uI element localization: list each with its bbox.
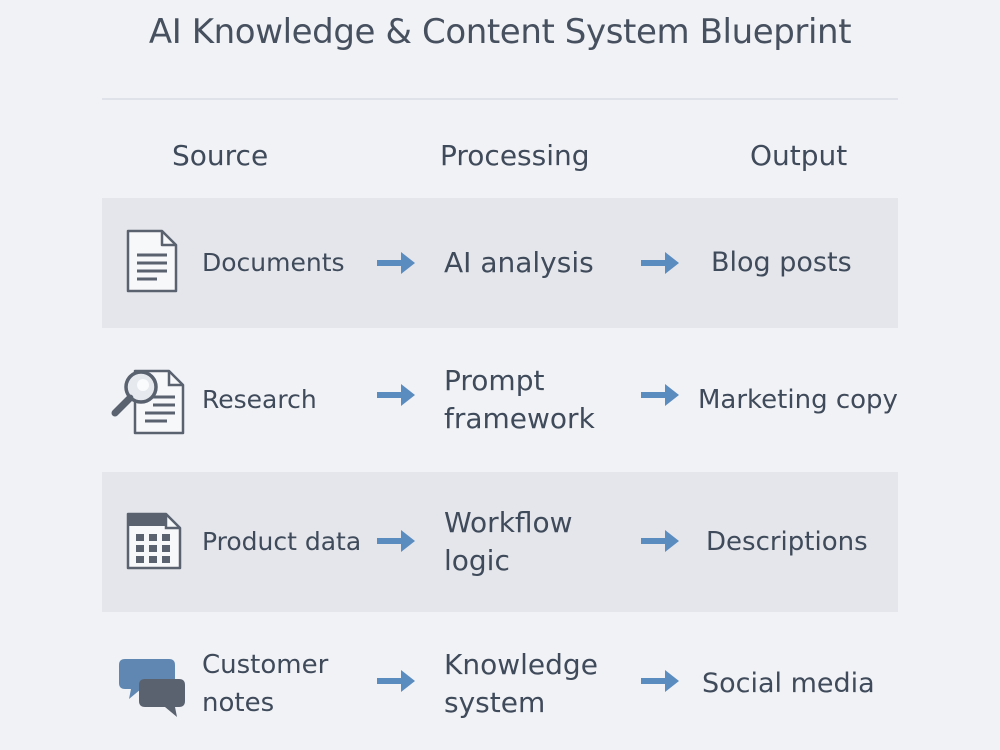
output-label: Marketing copy	[698, 385, 898, 415]
arrow-right-icon	[375, 666, 419, 696]
source-label: Customer notes	[202, 650, 329, 718]
arrow-right-icon	[639, 248, 683, 278]
magnifier-document-icon	[108, 362, 188, 438]
arrow-right-icon	[639, 666, 683, 696]
flow-row-research: Research Prompt framework Marketing copy	[102, 340, 898, 460]
arrow-right-icon	[375, 248, 419, 278]
arrow-right-icon	[639, 380, 683, 410]
spreadsheet-icon	[122, 508, 186, 574]
processing-label: Prompt framework	[444, 364, 595, 435]
arrow-right-icon	[375, 380, 419, 410]
column-header-processing: Processing	[440, 139, 590, 172]
flow-row-customer-notes: Customer notes Knowledge system Social m…	[102, 622, 898, 746]
flow-row-documents: Documents AI analysis Blog posts	[102, 198, 898, 328]
title-divider	[102, 98, 898, 100]
source-label: Documents	[202, 248, 345, 277]
output-label: Social media	[702, 668, 875, 699]
processing-label: Knowledge system	[444, 648, 598, 719]
processing-label: Workflow logic	[444, 506, 573, 577]
flow-row-product-data: Product data Workflow logic Descriptions	[102, 472, 898, 612]
document-icon	[122, 228, 182, 294]
column-header-source: Source	[172, 139, 269, 172]
processing-label: AI analysis	[444, 246, 594, 279]
page-title: AI Knowledge & Content System Blueprint	[148, 12, 852, 52]
arrow-right-icon	[639, 526, 683, 556]
column-header-output: Output	[750, 139, 848, 172]
source-label: Research	[202, 385, 317, 414]
arrow-right-icon	[375, 526, 419, 556]
chat-bubbles-icon	[116, 652, 188, 722]
output-label: Descriptions	[706, 527, 868, 557]
output-label: Blog posts	[711, 247, 852, 278]
source-label: Product data	[202, 527, 362, 556]
